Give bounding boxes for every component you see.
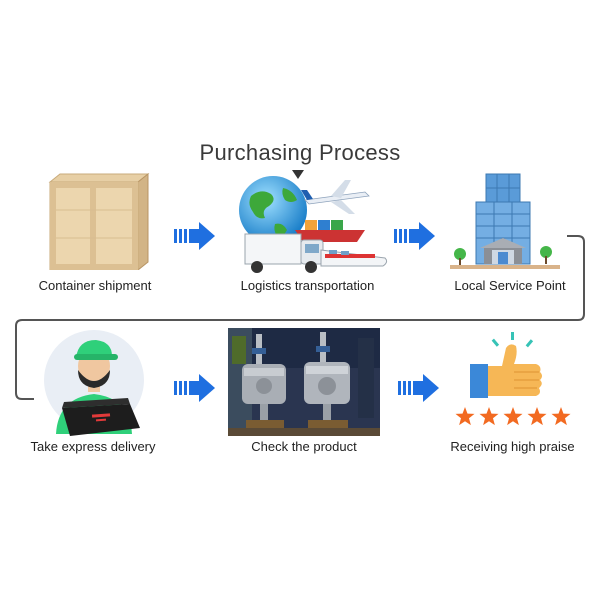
flow-arrow [398,372,440,404]
office-building-icon [450,173,560,269]
star-icon [551,407,571,426]
star-icon [479,407,499,426]
star-icon [527,407,547,426]
step-receiving-high-praise: Receiving high praise [440,330,585,462]
arrow-right-icon [394,222,435,250]
step-label: Take express delivery [30,439,156,454]
step-label: Check the product [251,439,357,454]
arrow-right-icon [174,374,215,402]
wooden-crate-icon [48,172,150,270]
flow-arrow [174,220,216,252]
step-local-service-point: Local Service Point [440,170,580,300]
rating-stars [454,406,574,428]
star-icon [455,407,475,426]
stars-row [455,407,571,426]
step-container-shipment: Container shipment [20,170,170,300]
step-label: Logistics transportation [240,278,375,293]
step-logistics-transportation: Logistics transportation [225,172,390,302]
page-title: Purchasing Process [199,140,401,165]
step-label: Local Service Point [454,278,566,293]
star-icon [503,407,523,426]
step-check-the-product: Check the product [228,328,380,460]
globe-plane-truck-train-icon [239,176,388,273]
step-label: Receiving high praise [450,439,575,454]
flow-arrow [174,372,216,404]
title-pointer [292,170,304,179]
courier-with-package-icon [44,330,144,436]
thumbs-up-icon [470,332,542,398]
product-photo [228,328,380,436]
flow-arrow [394,220,436,252]
step-take-express-delivery: Take express delivery [18,328,168,460]
arrow-right-icon [398,374,439,402]
step-label: Container shipment [38,278,152,293]
arrow-right-icon [174,222,215,250]
